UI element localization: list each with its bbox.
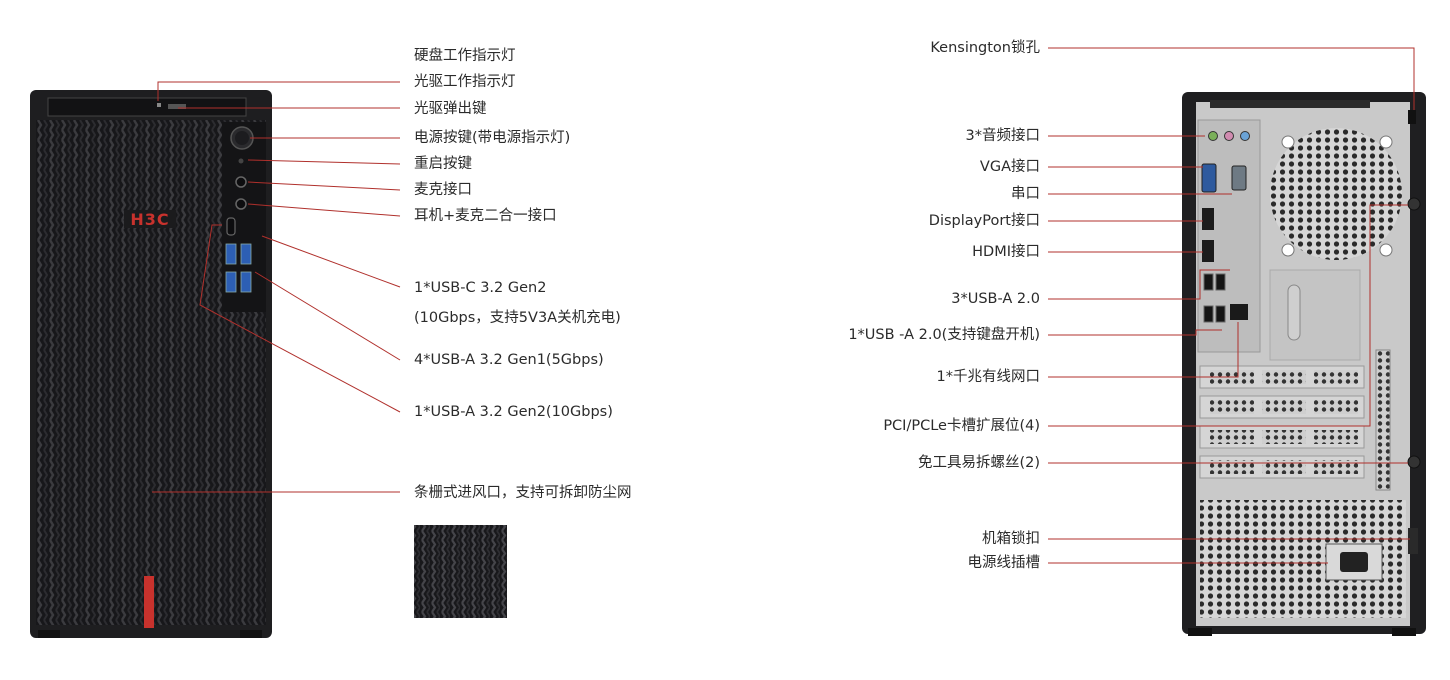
label-chassis-lock: 机箱锁扣 bbox=[982, 531, 1040, 547]
label-serial: 串口 bbox=[1011, 186, 1040, 202]
label-usbc-note: (10Gbps，支持5V3A关机充电) bbox=[414, 310, 621, 326]
front-leader-lines bbox=[152, 81, 401, 493]
label-reset-button: 重启按键 bbox=[414, 156, 472, 172]
label-odd-eject: 光驱弹出键 bbox=[414, 101, 487, 117]
label-kensington: Kensington锁孔 bbox=[930, 40, 1040, 56]
label-pcie-slots: PCI/PCLe卡槽扩展位(4) bbox=[883, 418, 1040, 434]
svg-text:H3C: H3C bbox=[130, 210, 169, 229]
front-chassis bbox=[30, 90, 272, 638]
label-usba-gen2: 1*USB-A 3.2 Gen2(10Gbps) bbox=[414, 404, 613, 420]
label-power-socket: 电源线插槽 bbox=[967, 555, 1041, 571]
rear-chassis bbox=[1182, 92, 1426, 636]
grille-closeup bbox=[414, 525, 507, 618]
rear-leader-lines bbox=[1048, 47, 1415, 564]
label-air-intake: 条栅式进风口，支持可拆卸防尘网 bbox=[414, 485, 632, 501]
label-hdd-indicator: 硬盘工作指示灯 bbox=[414, 48, 516, 64]
label-toolless-screws: 免工具易拆螺丝(2) bbox=[917, 455, 1040, 471]
label-lan: 1*千兆有线网口 bbox=[936, 369, 1040, 385]
label-hdmi: HDMI接口 bbox=[972, 244, 1040, 260]
label-vga: VGA接口 bbox=[979, 159, 1040, 175]
label-usba-gen1: 4*USB-A 3.2 Gen1(5Gbps) bbox=[414, 352, 604, 368]
label-displayport: DisplayPort接口 bbox=[928, 213, 1040, 229]
label-odd-indicator: 光驱工作指示灯 bbox=[414, 74, 516, 90]
label-usb2-wake: 1*USB -A 2.0(支持键盘开机) bbox=[848, 327, 1040, 343]
h3c-logo: H3C bbox=[124, 210, 176, 229]
label-audio-ports: 3*音频接口 bbox=[965, 128, 1040, 144]
label-usb2-three: 3*USB-A 2.0 bbox=[951, 291, 1040, 307]
label-power-button: 电源按键(带电源指示灯) bbox=[414, 130, 571, 146]
label-usbc: 1*USB-C 3.2 Gen2 bbox=[414, 280, 547, 296]
label-mic-jack: 麦克接口 bbox=[414, 182, 472, 198]
label-combo-audio-jack: 耳机+麦克二合一接口 bbox=[414, 208, 557, 224]
